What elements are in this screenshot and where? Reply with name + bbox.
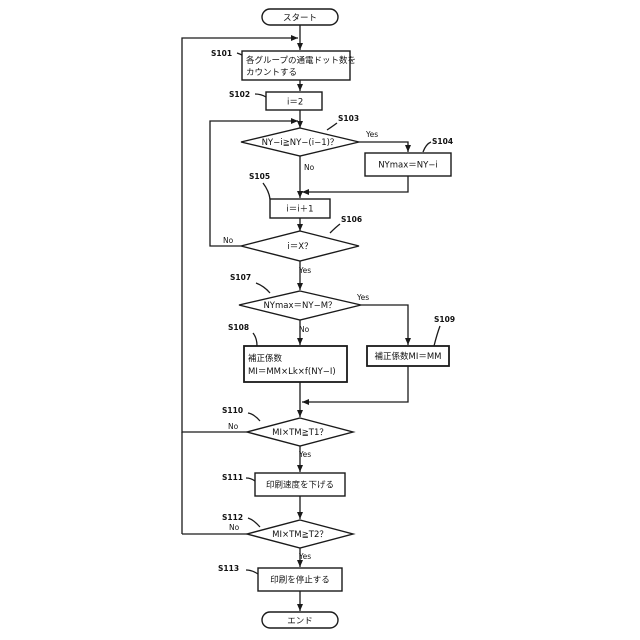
- s103-no-label: No: [304, 163, 315, 172]
- s112-step-id: S112: [222, 513, 243, 522]
- s110-step-id: S110: [222, 406, 243, 415]
- s106-leader: [330, 224, 340, 233]
- s103-yes-label: Yes: [365, 130, 378, 139]
- s101-text-line1: 各グループの通電ドット数を: [246, 55, 356, 66]
- s108-leader: [253, 333, 257, 346]
- step-s109: 補正係数MI＝MM S109: [367, 315, 455, 366]
- end-label: エンド: [287, 617, 313, 627]
- s101-step-id: S101: [211, 49, 232, 58]
- start-label: スタート: [283, 14, 317, 24]
- step-s102: i＝2 S102: [229, 90, 322, 110]
- s102-step-id: S102: [229, 90, 250, 99]
- s102-text: i＝2: [287, 98, 303, 108]
- step-s111: 印刷速度を下げる S111: [222, 473, 345, 496]
- s113-leader: [246, 570, 258, 574]
- s110-leader: [248, 413, 260, 421]
- s106-no-label: No: [223, 236, 234, 245]
- step-s105: i＝i＋1 S105: [249, 172, 330, 218]
- s113-text: 印刷を停止する: [270, 575, 330, 586]
- s105-step-id: S105: [249, 172, 270, 181]
- s104-step-id: S104: [432, 137, 453, 146]
- s111-step-id: S111: [222, 473, 243, 482]
- s111-text: 印刷速度を下げる: [266, 480, 334, 491]
- decision-s112: MI×TM≧T2？ S112 No Yes: [222, 513, 353, 561]
- start-terminal: スタート: [262, 9, 338, 25]
- s104-text: NYmax＝NY−i: [378, 161, 438, 171]
- s107-text: NYmax＝NY−M？: [263, 301, 336, 311]
- s113-step-id: S113: [218, 564, 239, 573]
- s112-leader: [248, 518, 260, 527]
- step-s108: 補正係数 MI＝MM×Lk×f(NY−I) S108: [228, 323, 347, 382]
- s103-text: NY−i≧NY−(i−1)？: [262, 138, 339, 148]
- arrow-s104-to-merge: [302, 176, 408, 192]
- s108-text-line2: MI＝MM×Lk×f(NY−I): [248, 367, 336, 377]
- step-s101: 各グループの通電ドット数を カウントする S101: [211, 49, 356, 80]
- s108-step-id: S108: [228, 323, 249, 332]
- s110-yes-label: Yes: [298, 450, 311, 459]
- s109-leader: [434, 326, 440, 346]
- s107-leader: [256, 283, 270, 293]
- s103-step-id: S103: [338, 114, 359, 123]
- decision-s103: NY−i≧NY−(i−1)？ S103 Yes No: [241, 114, 378, 172]
- s110-text: MI×TM≧T1？: [272, 428, 328, 438]
- s112-no-label: No: [229, 523, 240, 532]
- s106-yes-label: Yes: [298, 266, 311, 275]
- s107-no-label: No: [299, 325, 310, 334]
- s101-leader: [237, 53, 242, 55]
- s112-text: MI×TM≧T2？: [272, 530, 328, 540]
- s103-leader: [327, 123, 337, 130]
- s106-step-id: S106: [341, 215, 362, 224]
- s104-leader: [423, 142, 431, 152]
- s107-yes-label: Yes: [356, 293, 369, 302]
- step-s113: 印刷を停止する S113: [218, 564, 342, 591]
- s102-leader: [255, 94, 266, 97]
- s108-text-line1: 補正係数: [248, 353, 283, 364]
- s112-yes-label: Yes: [298, 552, 311, 561]
- s105-leader: [263, 183, 270, 199]
- end-terminal: エンド: [262, 612, 338, 628]
- s105-text: i＝i＋1: [286, 205, 313, 215]
- s110-no-label: No: [228, 422, 239, 431]
- s101-text-line2: カウントする: [246, 68, 297, 78]
- arrow-s103-yes-to-s104: [359, 142, 408, 152]
- arrow-s107-yes-to-s109: [361, 305, 408, 345]
- s111-leader: [246, 478, 255, 481]
- s107-step-id: S107: [230, 273, 251, 282]
- s109-text: 補正係数MI＝MM: [374, 351, 441, 362]
- step-s104: NYmax＝NY−i S104: [365, 137, 453, 176]
- s109-step-id: S109: [434, 315, 455, 324]
- s106-text: i＝X？: [287, 242, 312, 252]
- decision-s106: i＝X？ S106 No Yes: [223, 215, 362, 275]
